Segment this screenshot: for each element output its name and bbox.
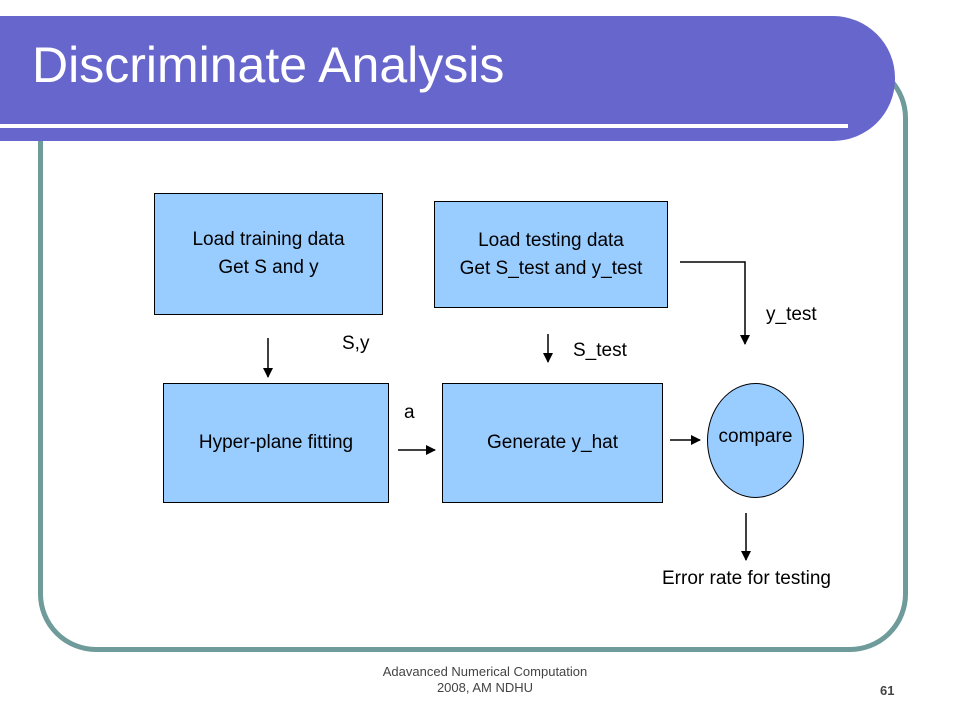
compare-label: compare	[718, 426, 793, 447]
hyperplane-fitting-label: Hyper-plane fitting	[198, 432, 354, 453]
title-underline	[0, 124, 848, 128]
edge-label-y-test: y_test	[766, 304, 817, 325]
footer-line1: Adavanced Numerical Computation	[382, 664, 588, 679]
compare-ellipse	[707, 383, 804, 498]
load-training-box: Load training data Get S and y	[154, 193, 383, 315]
edge-label-a: a	[404, 402, 415, 423]
slide-footer: Adavanced Numerical Computation 2008, AM…	[340, 664, 630, 696]
generate-yhat-box: Generate y_hat	[442, 383, 663, 503]
load-testing-box: Load testing data Get S_test and y_test	[434, 201, 668, 308]
edge-label-sy: S,y	[342, 333, 370, 354]
page-number: 61	[880, 683, 895, 698]
edge-label-s-test: S_test	[573, 340, 627, 361]
footer-line2: 2008, AM NDHU	[436, 680, 534, 695]
title-bar	[0, 16, 895, 141]
load-testing-line2: Get S_test and y_test	[459, 257, 643, 279]
edge-label-error-rate: Error rate for testing	[662, 568, 831, 589]
load-testing-line1: Load testing data	[478, 229, 624, 251]
load-training-line2: Get S and y	[218, 257, 319, 278]
load-training-line1: Load training data	[192, 229, 345, 250]
slide-title: Discriminate Analysis	[32, 37, 505, 93]
hyperplane-fitting-box: Hyper-plane fitting	[163, 383, 389, 503]
generate-yhat-label: Generate y_hat	[487, 432, 618, 453]
arrow-testing-to-compare	[680, 261, 750, 345]
